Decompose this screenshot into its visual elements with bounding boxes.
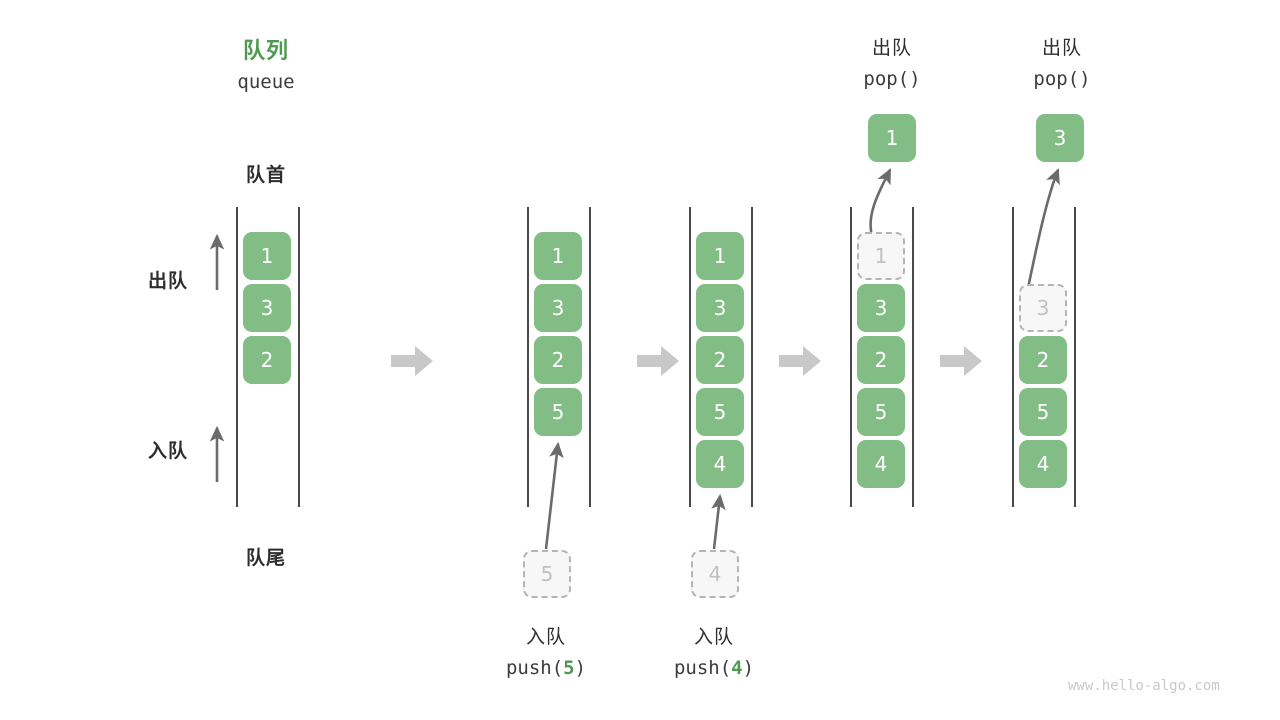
pop-3-label-code: pop() [982,68,1142,90]
rail-right [1074,207,1076,507]
rail-left [850,207,852,507]
rail-right [751,207,753,507]
queue-cell-new[interactable]: 4 [696,440,744,488]
rail-right [912,207,914,507]
popped-cell: 1 [868,114,916,162]
queue-step-initial: 1 3 2 [236,207,300,507]
diagram-title-en: queue [237,71,295,93]
pop-1-code-suffix: ) [909,68,921,90]
watermark: www.hello-algo.com [1068,678,1220,694]
rail-left [1012,207,1014,507]
diagram-title-cn: 队列 [242,39,289,64]
queue-step-pop-1: 1 3 2 5 4 [850,207,914,507]
incoming-ghost-cell: 4 [691,550,739,598]
push-4-code-arg: 4 [731,657,743,679]
queue-step-push-4: 1 3 2 5 4 [689,207,753,507]
front-label: 队首 [245,164,286,186]
push-5-label-cn: 入队 [525,626,566,648]
queue-cell[interactable]: 5 [696,388,744,436]
enqueue-side-label: 入队 [148,440,189,462]
step-chevron [940,344,982,378]
push-5-code-suffix: ) [574,657,587,679]
rail-left [689,207,691,507]
queue-cell-removed: 3 [1019,284,1067,332]
queue-cell[interactable]: 1 [696,232,744,280]
push-5-code-arg: 5 [563,657,575,679]
push-5-label-code: push(5) [466,657,626,679]
queue-cell[interactable]: 2 [534,336,582,384]
step-chevron [391,344,433,378]
popped-cell: 3 [1036,114,1084,162]
push-4-code-prefix: push( [673,657,732,679]
pop-3-code-prefix: pop( [1033,68,1080,90]
push-4-label-code: push(4) [634,657,794,679]
queue-cell[interactable]: 5 [1019,388,1067,436]
queue-cell[interactable]: 3 [243,284,291,332]
queue-cell[interactable]: 2 [857,336,905,384]
queue-cell[interactable]: 4 [1019,440,1067,488]
queue-step-push-5: 1 3 2 5 [527,207,591,507]
queue-cell[interactable]: 3 [534,284,582,332]
queue-cell[interactable]: 2 [243,336,291,384]
queue-cell-removed: 1 [857,232,905,280]
rear-label: 队尾 [245,547,286,569]
queue-cell[interactable]: 3 [696,284,744,332]
queue-cell[interactable]: 1 [243,232,291,280]
step-chevron [779,344,821,378]
pop-1-label-cn: 出队 [871,37,912,59]
queue-cell[interactable]: 1 [534,232,582,280]
incoming-ghost-cell: 5 [523,550,571,598]
push-4-label-cn: 入队 [693,626,734,648]
rail-right [589,207,591,507]
queue-cell[interactable]: 2 [1019,336,1067,384]
rail-left [527,207,529,507]
queue-cell-new[interactable]: 5 [534,388,582,436]
queue-cell[interactable]: 2 [696,336,744,384]
step-chevron [637,344,679,378]
rail-left [236,207,238,507]
queue-cell[interactable]: 4 [857,440,905,488]
pop-1-label-code: pop() [812,68,972,90]
pop-3-code-suffix: ) [1079,68,1091,90]
queue-cell[interactable]: 3 [857,284,905,332]
push-4-code-suffix: ) [742,657,755,679]
rail-right [298,207,300,507]
queue-cell[interactable]: 5 [857,388,905,436]
pop-3-label-cn: 出队 [1041,37,1082,59]
push-5-code-prefix: push( [505,657,564,679]
dequeue-side-label: 出队 [148,270,189,292]
queue-step-pop-3: 3 2 5 4 [1012,207,1076,507]
pop-1-code-prefix: pop( [863,68,910,90]
